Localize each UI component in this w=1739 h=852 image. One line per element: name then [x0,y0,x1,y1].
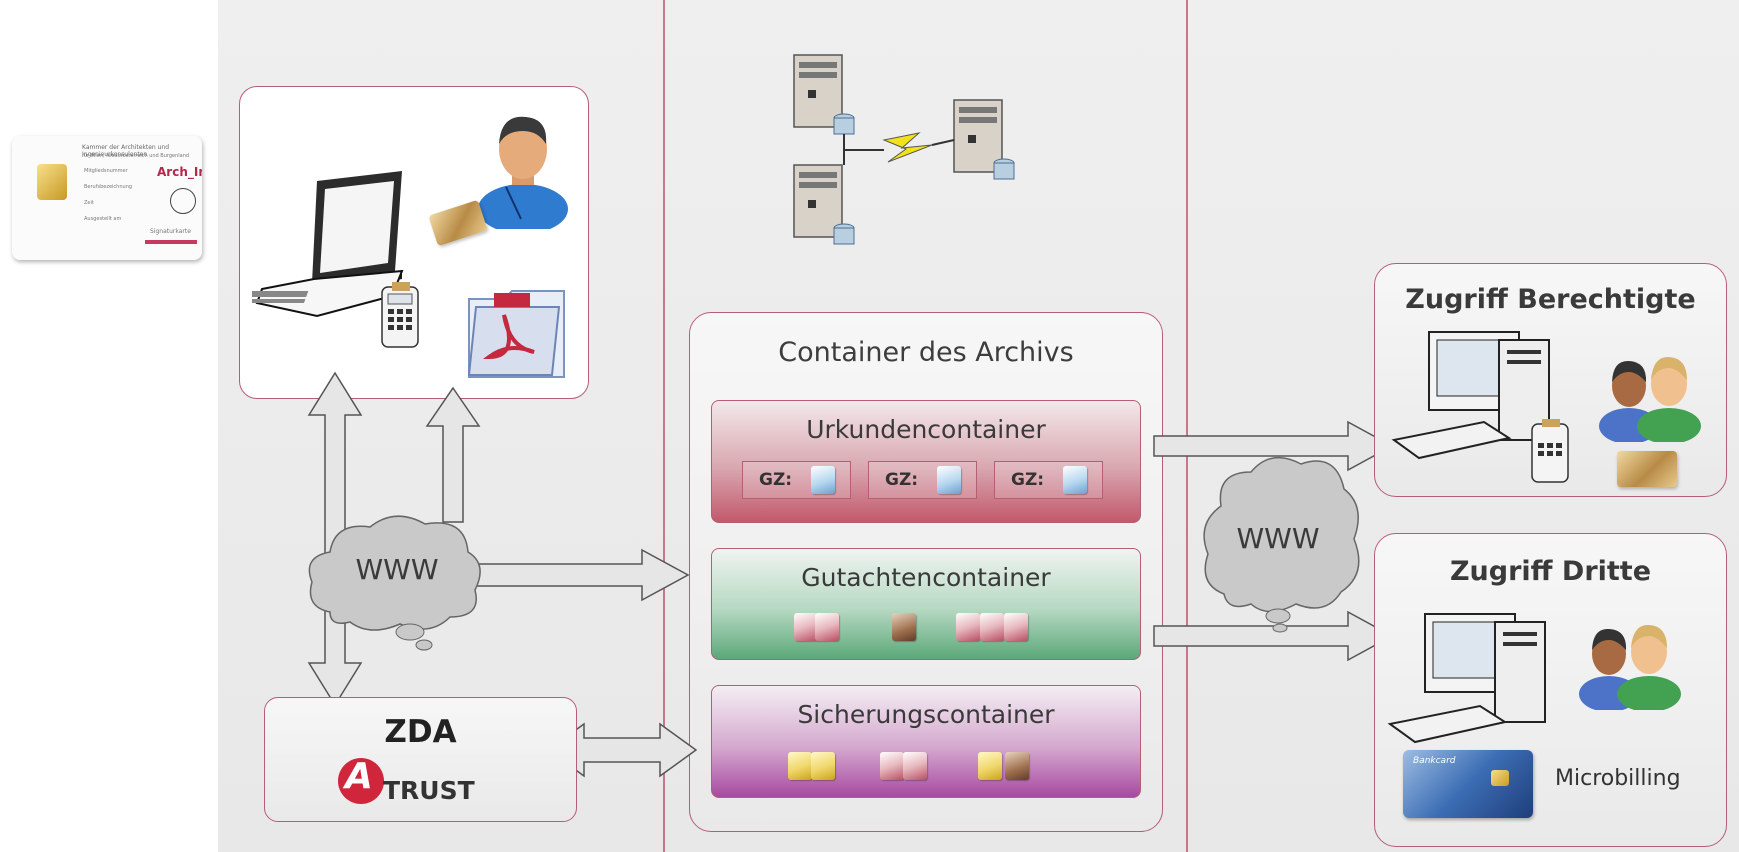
www-label-left: WWW [355,553,439,586]
user-workstation-box [239,86,589,399]
a-trust-logo-letter: A [345,756,373,797]
card-bar [145,240,197,244]
gz-slot: GZ: [994,461,1103,499]
document-icon [794,613,818,641]
a-trust-logo-icon [338,758,384,804]
upload-arrow [425,386,481,523]
folder-icon [811,752,835,780]
document-icon [815,613,839,641]
card-seal-icon [170,188,196,214]
gutachten-label: Gutachtencontainer [801,563,1051,592]
card-chip-icon [1491,770,1509,786]
card-foot: Signaturkarte [150,228,191,235]
document-icon [1005,752,1029,780]
pdf-folder-icon [467,290,565,378]
document-star-icon [811,466,835,494]
folder-icon [788,752,812,780]
document-icon [880,752,904,780]
signature-card-icon [1617,451,1677,487]
document-icon [1004,613,1028,641]
document-star-icon [1063,466,1087,494]
card-field-4: Ausgestellt am [84,216,122,222]
to-authorized-arrow [1153,420,1394,472]
urkunden-label: Urkundencontainer [806,415,1046,444]
sicherungs-container: Sicherungscontainer [711,685,1141,798]
gz-label: GZ: [1011,470,1045,490]
user-icon [478,116,568,229]
card-header-line2: für Wien, Niederösterreich und Burgenlan… [82,153,190,159]
column-divider-left [663,0,665,852]
server-icon [953,99,1015,180]
document-star-icon [937,466,961,494]
computer-icon [1387,613,1546,744]
to-archive-arrow [471,548,690,602]
computer-icon [1391,331,1550,460]
gutachten-container: Gutachtencontainer [711,548,1141,660]
card-reader-icon [1531,419,1569,483]
to-third-party-arrow [1153,610,1394,662]
gz-label: GZ: [885,470,919,490]
folder-icon [978,752,1002,780]
www-label-right: WWW [1236,522,1320,555]
document-icon [903,752,927,780]
cloud-icon [308,515,481,651]
laptop-icon [252,171,404,318]
card-field-2: Berufsbezeichnung [84,184,133,190]
users-icon [1599,356,1701,442]
zda-title: ZDA [384,714,457,750]
server-icon [793,164,855,245]
users-icon [1579,624,1681,710]
zda-box: ZDA A TRUST [264,697,577,822]
authorized-title: Zugriff Berechtigte [1405,284,1696,315]
gz-slot: GZ: [868,461,977,499]
a-trust-logo-text: TRUST [383,776,475,805]
sicherung-label: Sicherungscontainer [797,700,1055,729]
server-cluster [793,54,1015,245]
authorized-access-box: Zugriff Berechtigte [1374,263,1727,497]
server-icon [793,54,855,135]
chip-icon [37,164,67,200]
card-field-3: Zeit [84,200,94,206]
urkunden-container: Urkundencontainer GZ: GZ: GZ: [711,400,1141,523]
microbilling-label: Microbilling [1555,766,1681,791]
card-header-line1: Kammer der Architekten und Ingenieurkons… [82,144,170,158]
card-brand: Arch_Ing [157,165,202,179]
document-icon [956,613,980,641]
smartcard: Kammer der Architekten und Ingenieurkons… [12,136,202,260]
archive-title: Container des Archivs [778,337,1074,368]
third-party-access-box: Zugriff Dritte Bankcard Microbilling [1374,533,1727,847]
card-reader-icon [381,282,419,348]
document-icon [980,613,1004,641]
gz-slot: GZ: [742,461,851,499]
gz-label: GZ: [759,470,793,490]
card-field-1: Mitgliedsnummer [84,168,128,174]
column-divider-right [1186,0,1188,852]
document-icon [892,613,916,641]
bankcard-label: Bankcard [1413,756,1456,766]
cloud-icon [1203,456,1360,633]
third-party-title: Zugriff Dritte [1449,556,1652,587]
credit-card-icon: Bankcard [1403,750,1533,818]
zda-sync-arrow [546,722,698,778]
